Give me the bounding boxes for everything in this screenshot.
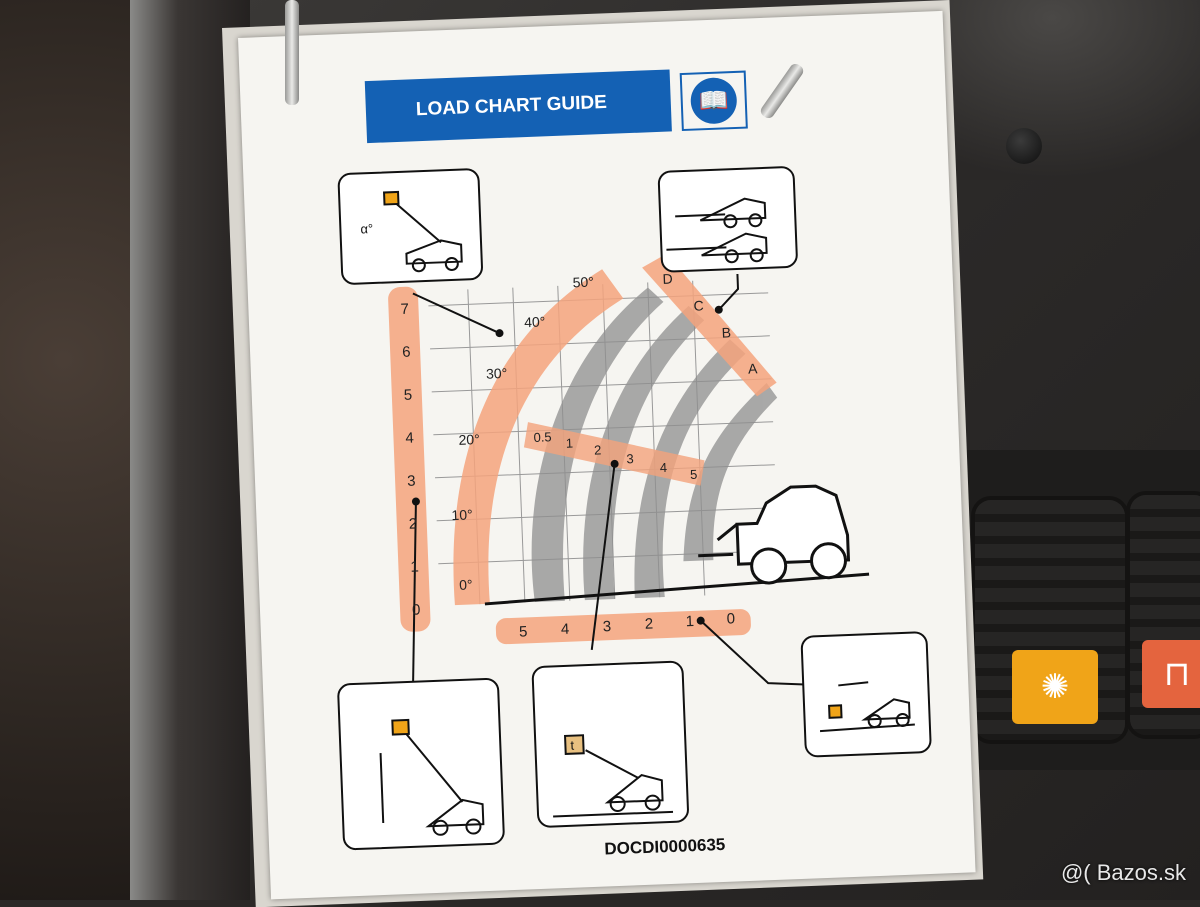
height-scale: 0 1 2 3 4 5 6 7: [400, 301, 421, 619]
telehandler-icon: [698, 484, 851, 585]
reach-label: 2: [644, 616, 653, 633]
pictogram-symbols: α° t: [360, 221, 575, 753]
reach-label: 5: [519, 623, 528, 640]
load-label: 2: [594, 442, 602, 457]
angle-label: 50°: [572, 274, 594, 291]
angle-label: 30°: [486, 365, 508, 382]
pictogram-load-weight: [531, 660, 689, 828]
callout-lines: [412, 273, 809, 687]
weight-symbol: t: [570, 738, 575, 753]
height-label: 1: [410, 558, 419, 575]
extension-label: D: [662, 270, 673, 286]
pictogram-machines: [379, 190, 915, 836]
load-scale: 0.5 1 2 3 4 5: [533, 429, 698, 482]
angle-label: 40°: [524, 313, 546, 330]
reach-label: 1: [685, 613, 694, 630]
height-label: 0: [412, 601, 421, 618]
indicator-light-yellow: ✺: [1012, 650, 1098, 724]
load-label: 4: [660, 460, 668, 475]
indicator-light-red: ⊓: [1142, 640, 1200, 708]
angle-label: 20°: [458, 431, 480, 448]
reach-band: [495, 609, 751, 645]
ground-line: [484, 572, 870, 606]
watermark: @( Bazos.sk: [1060, 860, 1186, 885]
reach-label: 4: [561, 621, 570, 638]
extension-label: B: [721, 324, 731, 340]
angle-label: 10°: [451, 506, 473, 523]
reach-label: 0: [726, 610, 735, 627]
load-chart-card: LOAD CHART GUIDE 📖: [238, 10, 976, 900]
binder-ring-left: [285, 0, 299, 105]
load-label: 5: [690, 467, 698, 482]
pictograms: [337, 166, 932, 851]
pictogram-reach: [800, 631, 932, 758]
height-label: 5: [404, 387, 413, 404]
load-band: [523, 422, 705, 486]
pictogram-lift-height: [337, 677, 505, 851]
load-label: 1: [566, 435, 574, 450]
extension-label: C: [693, 297, 704, 313]
height-label: 6: [402, 344, 411, 361]
machine-icon: ⊓: [1163, 655, 1191, 693]
extension-label: A: [748, 360, 759, 376]
load-chart-diagram: 0 1 2 3 4 5 6 7 0° 10° 20° 30° 40° 50° A: [337, 166, 932, 851]
callout-dots: [411, 305, 723, 625]
height-label: 3: [407, 473, 416, 490]
reach-scale: 5 4 3 2 1 0: [519, 610, 736, 640]
extension-band: [642, 253, 777, 397]
height-label: 7: [400, 301, 409, 318]
angle-symbol: α°: [360, 221, 373, 236]
height-label: 4: [405, 430, 414, 447]
height-label: 2: [408, 515, 417, 532]
angle-label: 0°: [459, 576, 473, 593]
angle-band: [453, 269, 624, 606]
angle-scale: 0° 10° 20° 30° 40° 50°: [451, 274, 594, 593]
reach-label: 3: [603, 618, 612, 635]
load-label: 0.5: [533, 429, 552, 445]
load-label: 3: [626, 451, 634, 466]
extension-scale: A B C D: [662, 270, 759, 376]
screw: [1006, 128, 1042, 164]
pictogram-boom-angle: [337, 168, 483, 285]
spray-icon: ✺: [1040, 668, 1070, 706]
height-band: [388, 286, 431, 632]
